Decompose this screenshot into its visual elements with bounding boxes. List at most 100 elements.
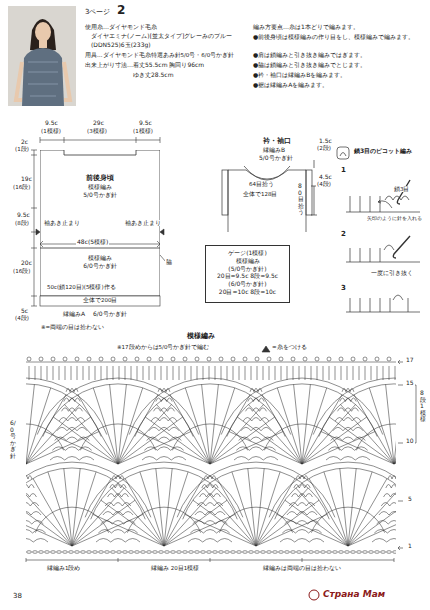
stitch	[263, 366, 264, 380]
stitch	[394, 395, 396, 464]
stitch	[215, 366, 216, 380]
watermark-logo	[309, 590, 319, 600]
symbol-icon	[337, 147, 349, 159]
text-label: (1模様)	[40, 128, 62, 134]
text-label: 模様編み	[186, 332, 216, 340]
stitch	[389, 366, 390, 380]
stitch	[207, 357, 211, 361]
stitch	[371, 366, 372, 380]
text-label: =糸をつける	[271, 344, 308, 350]
node-text: 6/0号かぎ針	[40, 262, 160, 270]
stitch	[81, 551, 86, 554]
stitch	[153, 551, 158, 554]
text-label: 5/0号かぎ針	[258, 155, 294, 162]
neck-sleeve-figure	[222, 160, 317, 232]
stitch	[338, 408, 359, 412]
stitch	[348, 514, 396, 546]
text-label: 38	[12, 592, 23, 600]
stitch	[383, 366, 384, 380]
stitch	[143, 366, 144, 380]
stitch	[225, 551, 230, 554]
stitch	[219, 551, 224, 554]
stitch	[26, 485, 34, 489]
stitch	[234, 457, 278, 461]
stitch	[267, 357, 271, 361]
stitch	[183, 551, 188, 554]
stitch	[71, 366, 72, 380]
stitch	[219, 507, 292, 533]
stitch	[98, 530, 137, 534]
stitch	[293, 366, 294, 380]
stitch	[131, 366, 132, 380]
text-label: 9.5c	[44, 120, 59, 127]
stitch	[255, 357, 259, 361]
stitch	[311, 366, 312, 380]
stitch	[279, 551, 284, 554]
stitch	[331, 437, 366, 441]
stitch	[39, 551, 44, 554]
text-label: 3ページ	[84, 8, 111, 16]
photo-ground	[8, 6, 76, 106]
stitch	[309, 551, 314, 554]
node-text: 5/0号かぎ針	[40, 191, 160, 199]
stitch	[87, 551, 92, 554]
stitch	[294, 485, 310, 489]
stitch	[264, 424, 339, 450]
text-label: 1	[407, 543, 413, 550]
text-label: 9.5c	[138, 120, 153, 127]
stitch	[26, 388, 27, 464]
stitch	[164, 514, 235, 546]
stitch	[26, 494, 37, 498]
stitch	[172, 424, 247, 450]
stitch	[369, 551, 374, 554]
stitch	[197, 366, 198, 380]
text-label: 1	[340, 166, 347, 174]
stitch	[203, 366, 204, 380]
text-label: (16段)	[12, 184, 31, 190]
stitch	[91, 468, 238, 519]
stitch	[45, 551, 50, 554]
stitch	[27, 551, 32, 554]
stitch	[315, 357, 319, 361]
stitch	[129, 551, 134, 554]
panel-edge	[40, 248, 160, 296]
fabric-row	[346, 248, 420, 262]
stitch	[147, 551, 152, 554]
stitch	[357, 551, 362, 554]
stitch	[37, 378, 199, 435]
stitch	[372, 539, 396, 543]
stitch	[135, 551, 140, 554]
stitch	[277, 514, 348, 546]
stitch	[345, 551, 350, 554]
stitch	[183, 468, 330, 519]
stitch	[363, 551, 368, 554]
stitch	[275, 366, 276, 380]
stitch	[394, 432, 396, 465]
stitch	[147, 357, 151, 361]
stitch	[43, 384, 193, 437]
text-label: 15	[405, 380, 415, 387]
stitch	[305, 366, 306, 380]
stitch	[359, 366, 360, 380]
node-text: 模様編み	[206, 257, 289, 265]
text-label: (3模様)	[86, 128, 108, 134]
gauge-box: ゲージ(1模様)模様編み(5/0号かぎ針)20目=9.5c 8段=9.5c(6/…	[205, 245, 290, 303]
text-label: (DDN525)6玉(233g)	[90, 42, 152, 49]
stitch	[27, 357, 31, 361]
stitch	[279, 357, 283, 361]
text-label: 8段1模様	[419, 390, 427, 423]
stitch	[123, 551, 128, 554]
stitch	[375, 551, 380, 554]
stitch	[185, 514, 256, 546]
stitch	[129, 378, 291, 435]
stitch	[273, 551, 278, 554]
text-label: 17	[405, 357, 415, 364]
text-label: 縁編みは両端の目は拾わない	[262, 565, 342, 571]
stitch	[101, 521, 136, 525]
stitch	[329, 366, 330, 380]
stitch	[296, 476, 308, 480]
text-label: 2	[116, 4, 126, 18]
text-label: 80目拾う	[297, 183, 305, 216]
stitch	[221, 366, 222, 380]
